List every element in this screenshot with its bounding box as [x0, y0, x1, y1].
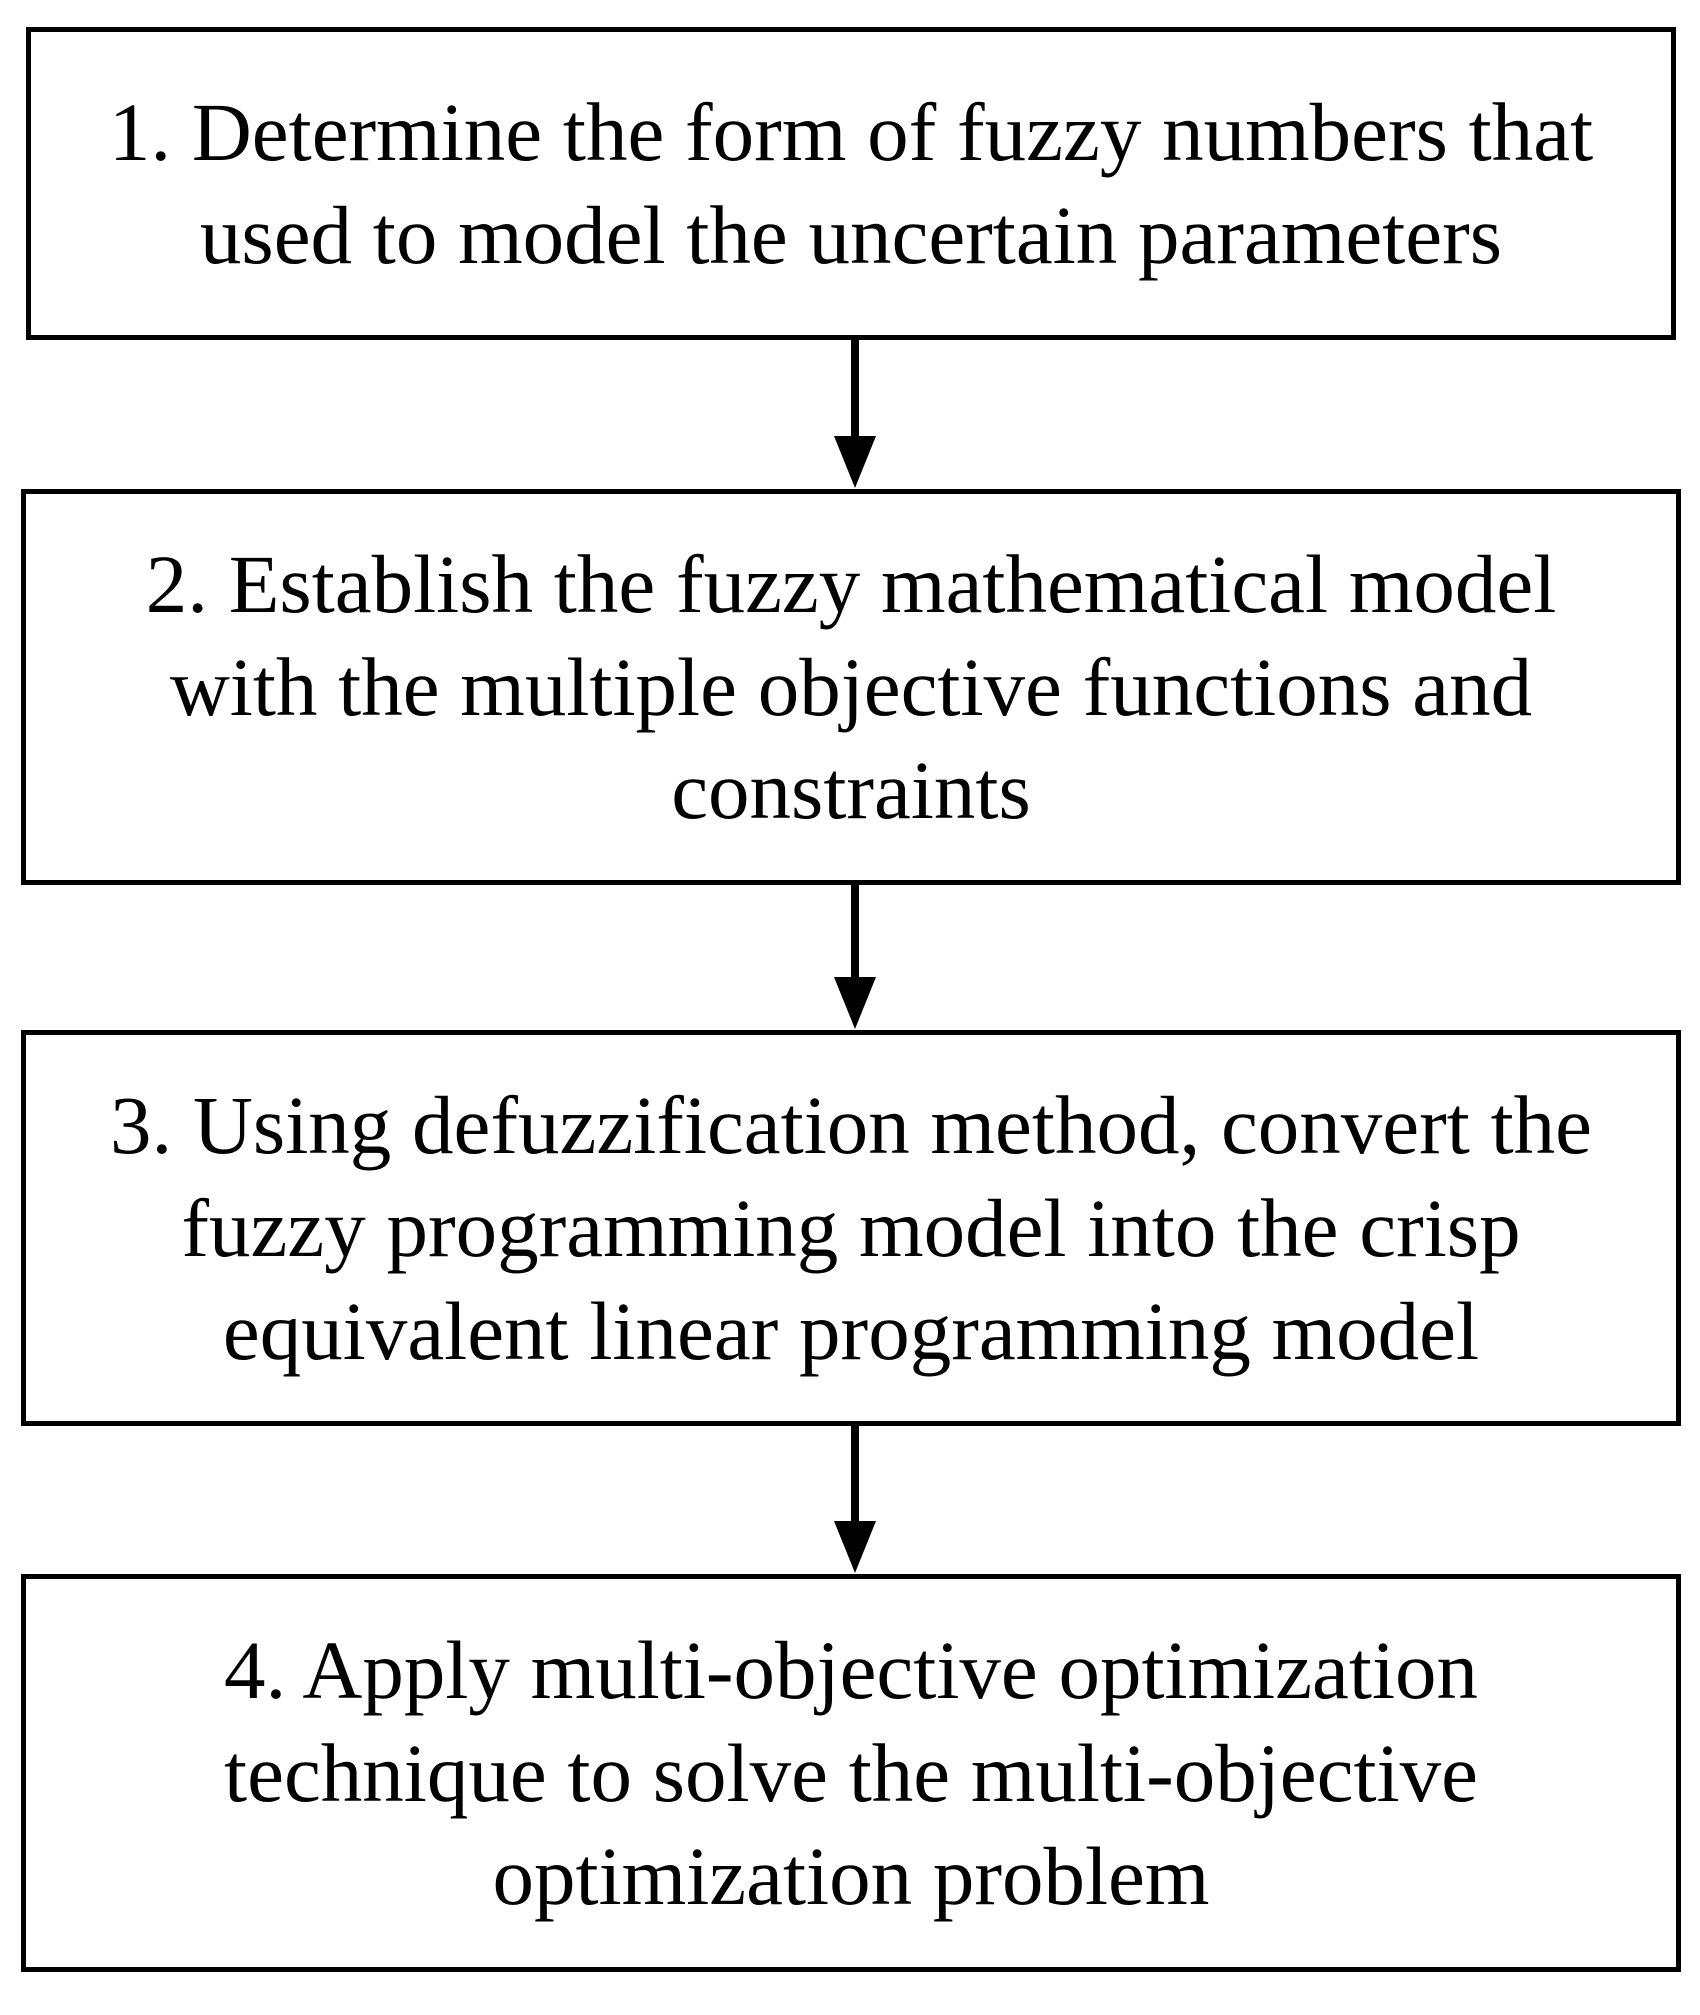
step-4-box: 4. Apply multi-objective optimization te…	[21, 1574, 1681, 1972]
step-2-text-line-2: with the multiple objective functions an…	[169, 640, 1533, 733]
step-4-text-line-2: technique to solve the multi-objective	[224, 1726, 1478, 1819]
step-2-box: 2. Establish the fuzzy mathematical mode…	[21, 489, 1681, 885]
step-3-text-line-1: 3. Using defuzzification method, convert…	[109, 1078, 1592, 1171]
step-1-text-line-2: used to model the uncertain parameters	[199, 188, 1503, 281]
arrow-2-to-3	[834, 885, 876, 1029]
arrow-3-to-4	[834, 1426, 876, 1573]
step-3-text-line-2: fuzzy programming model into the crisp	[181, 1181, 1521, 1274]
step-1-text-line-1: 1. Determine the form of fuzzy numbers t…	[108, 85, 1594, 178]
step-4-text-line-1: 4. Apply multi-objective optimization	[223, 1623, 1479, 1716]
step-4-text-line-3: optimization problem	[492, 1829, 1210, 1922]
arrow-1-to-2	[834, 340, 876, 488]
step-2-text-line-1: 2. Establish the fuzzy mathematical mode…	[145, 537, 1557, 630]
step-1-box: 1. Determine the form of fuzzy numbers t…	[26, 27, 1676, 340]
step-2-text-line-3: constraints	[671, 743, 1031, 836]
step-3-box: 3. Using defuzzification method, convert…	[21, 1030, 1681, 1426]
step-3-text-line-3: equivalent linear programming model	[222, 1284, 1480, 1377]
